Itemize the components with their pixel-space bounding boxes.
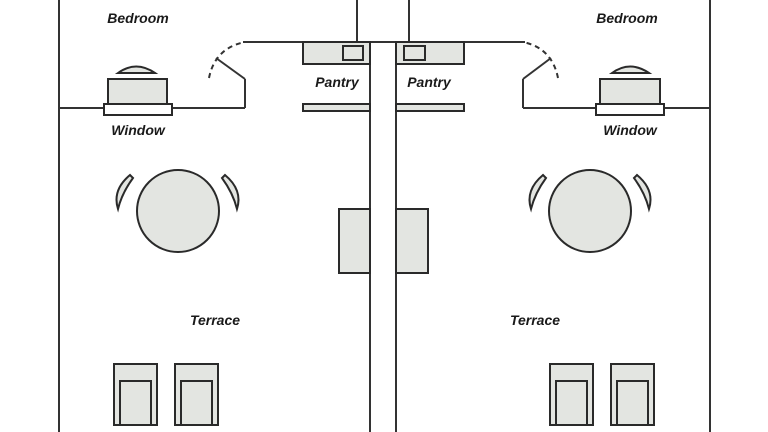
left-window-label: Window	[111, 122, 166, 138]
right-pantry-shelf	[395, 103, 465, 112]
left-chair-arc-1	[115, 173, 135, 213]
right-pantry-label: Pantry	[407, 74, 452, 90]
right-pillow	[608, 65, 653, 74]
left-bedroom-label: Bedroom	[107, 10, 168, 26]
left-unit: Bedroom Window Pantry Terrace	[58, 0, 384, 432]
right-lounge-chair-1-seat	[555, 380, 588, 426]
left-door-leaf	[215, 57, 246, 80]
left-dining-table	[136, 169, 220, 253]
right-unit: Bedroom Window Pantry Terrace	[384, 0, 711, 432]
right-lounge-chair-2-seat	[616, 380, 649, 426]
left-window	[103, 103, 173, 116]
right-terrace-label: Terrace	[510, 312, 560, 328]
right-dining-table	[548, 169, 632, 253]
left-terrace-label: Terrace	[190, 312, 240, 328]
right-chair-arc-2	[632, 173, 652, 213]
right-window-label: Window	[603, 122, 658, 138]
left-cabinet	[338, 208, 371, 274]
left-pillow	[114, 65, 159, 74]
right-door-swing	[522, 41, 559, 79]
left-chair-arc-2	[220, 173, 240, 213]
left-pantry-label: Pantry	[315, 74, 360, 90]
right-chair-arc-1	[528, 173, 548, 213]
left-lounge-chair-2-seat	[180, 380, 213, 426]
left-pantry-shelf	[302, 103, 371, 112]
right-pantry-sink	[403, 45, 426, 61]
right-door-leaf	[522, 57, 552, 80]
left-door-swing	[208, 41, 246, 79]
right-bed	[599, 78, 661, 105]
right-window	[595, 103, 665, 116]
right-cabinet	[395, 208, 429, 274]
left-pantry-sink	[342, 45, 364, 61]
right-bedroom-label: Bedroom	[596, 10, 657, 26]
left-lounge-chair-1-seat	[119, 380, 152, 426]
left-bed	[107, 78, 168, 105]
